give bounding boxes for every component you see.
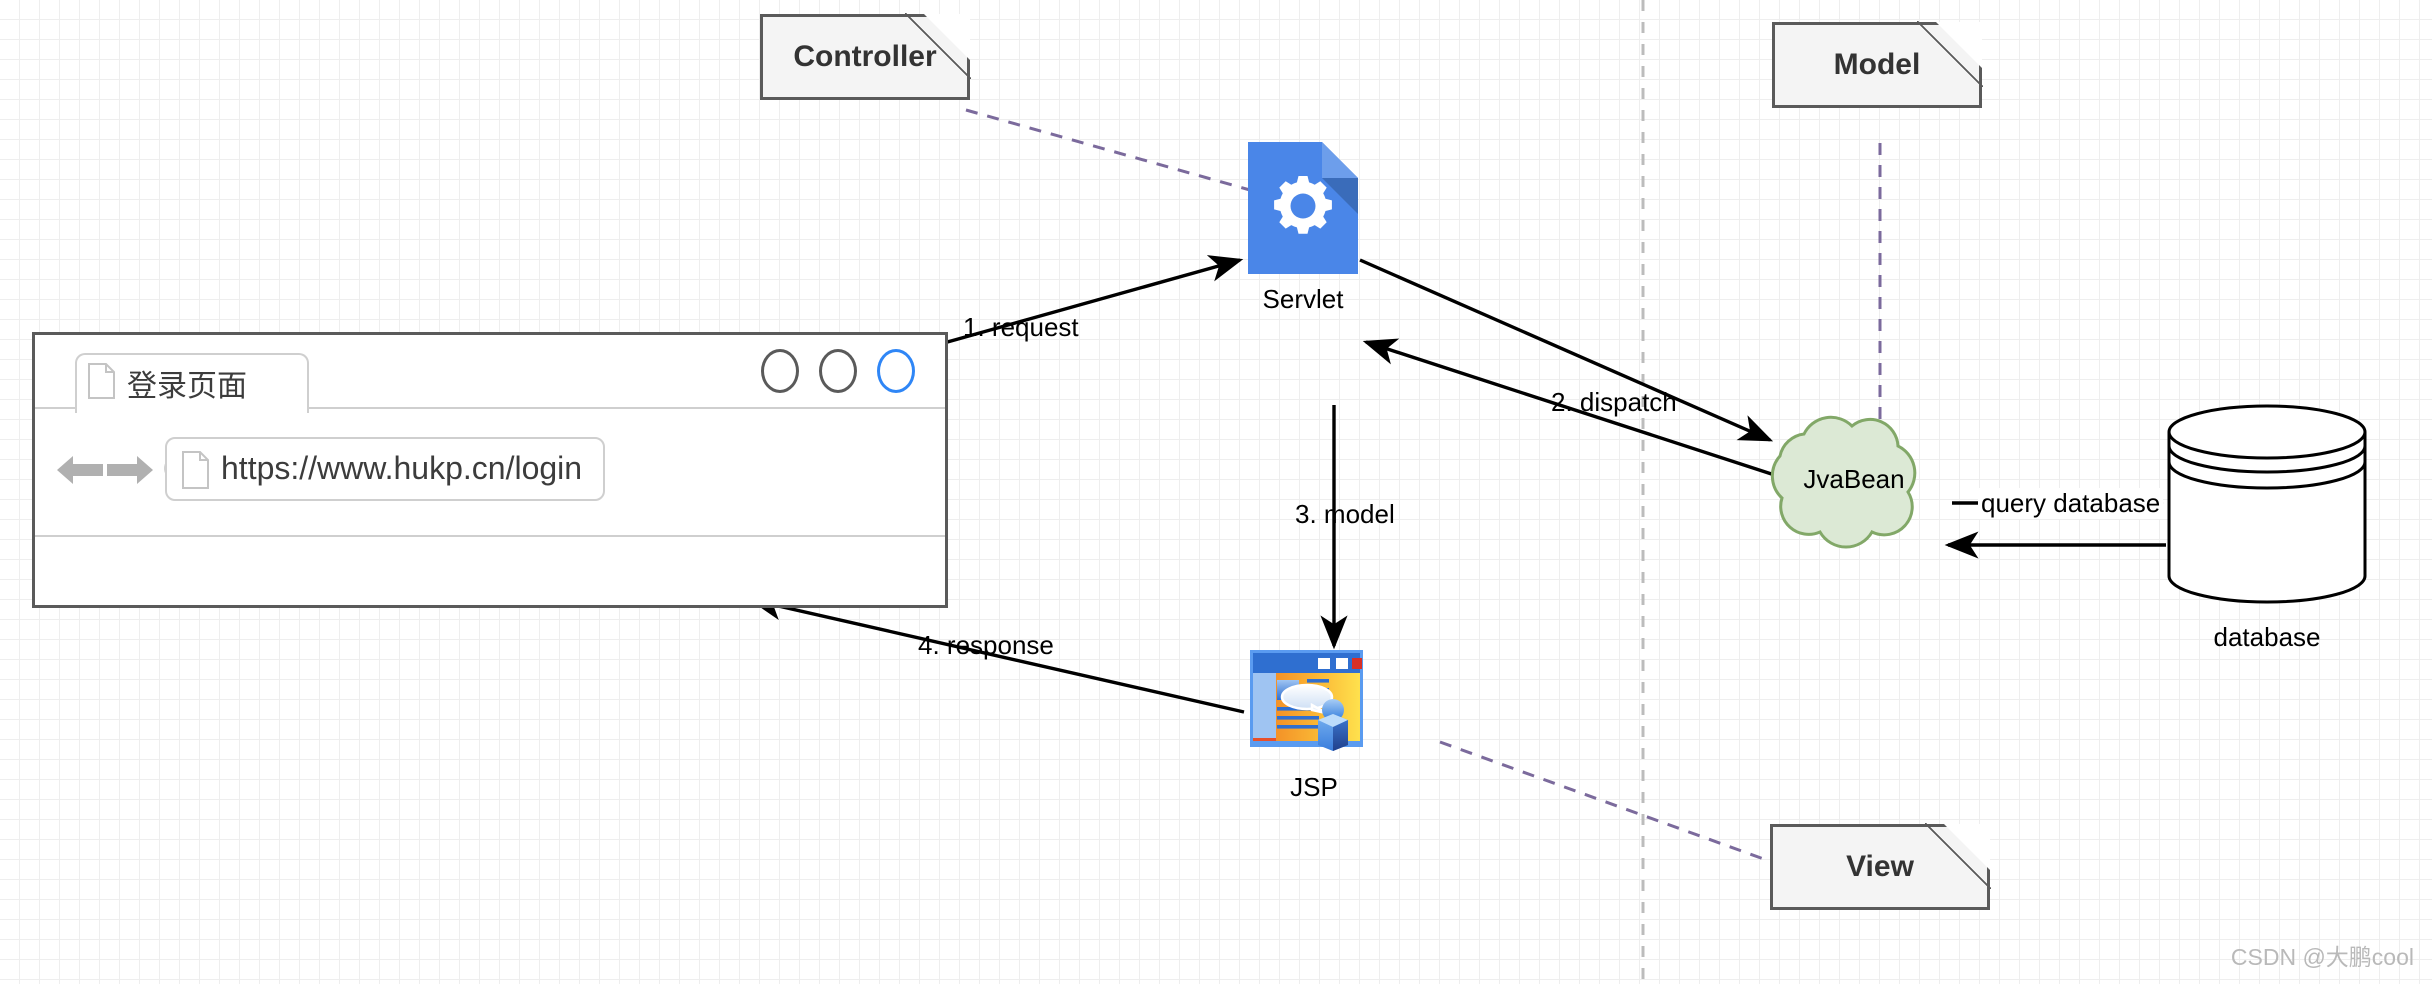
edge-label-dispatch: 2. dispatch — [1551, 387, 1677, 417]
window-maximize-button[interactable] — [819, 349, 857, 393]
edge-dispatch-return — [1362, 338, 1791, 482]
note-fold-line — [1917, 21, 1983, 87]
edge-label-response: 4. response — [918, 630, 1054, 660]
browser-window-mock[interactable]: 登录页面 https://www.hukp.cn/login — [32, 332, 948, 608]
note-fold-line — [905, 13, 971, 79]
back-arrow-icon[interactable] — [57, 453, 103, 487]
jsp-icon[interactable] — [1250, 650, 1378, 762]
browser-content-divider — [35, 535, 945, 537]
note-label: Model — [1833, 48, 1921, 81]
association-view-jsp — [1439, 740, 1773, 864]
page-document-icon — [182, 451, 209, 489]
edge-label-model: 3. model — [1295, 499, 1395, 529]
note-label: Controller — [793, 40, 937, 73]
servlet-caption: Servlet — [1262, 284, 1344, 314]
window-minimize-button[interactable] — [761, 349, 799, 393]
servlet-icon[interactable] — [1248, 142, 1358, 274]
gear-icon — [1274, 176, 1332, 234]
note-model[interactable]: Model — [1772, 21, 1983, 108]
note-view[interactable]: View — [1770, 823, 1991, 910]
tab-strip-divider — [35, 407, 945, 409]
edge-label-query-database: query database — [1978, 488, 2164, 519]
url-bar[interactable]: https://www.hukp.cn/login — [165, 437, 605, 501]
url-text: https://www.hukp.cn/login — [221, 450, 583, 486]
edge-dispatch — [1359, 258, 1774, 442]
jsp-caption: JSP — [1290, 772, 1338, 802]
database-cylinder-icon[interactable] — [2166, 404, 2368, 604]
person-icon — [1318, 699, 1348, 751]
association-controller-servlet — [965, 108, 1251, 192]
javabean-cloud-shape[interactable] — [1744, 398, 1964, 558]
browser-tab-title: 登录页面 — [127, 370, 247, 403]
note-label: View — [1846, 850, 1914, 883]
database-caption: database — [2213, 622, 2321, 652]
forward-arrow-icon[interactable] — [107, 453, 153, 487]
document-icon — [88, 363, 115, 399]
note-controller[interactable]: Controller — [760, 13, 971, 100]
edge-response — [748, 593, 1245, 714]
browser-nav-row: https://www.hukp.cn/login — [35, 411, 945, 535]
javabean-label: JvaBean — [1803, 464, 1905, 494]
note-fold-line — [1925, 823, 1991, 889]
watermark: CSDN @大鹏cool — [2230, 944, 2414, 970]
window-close-button[interactable] — [877, 349, 915, 393]
edge-label-request: 1. request — [963, 312, 1079, 342]
